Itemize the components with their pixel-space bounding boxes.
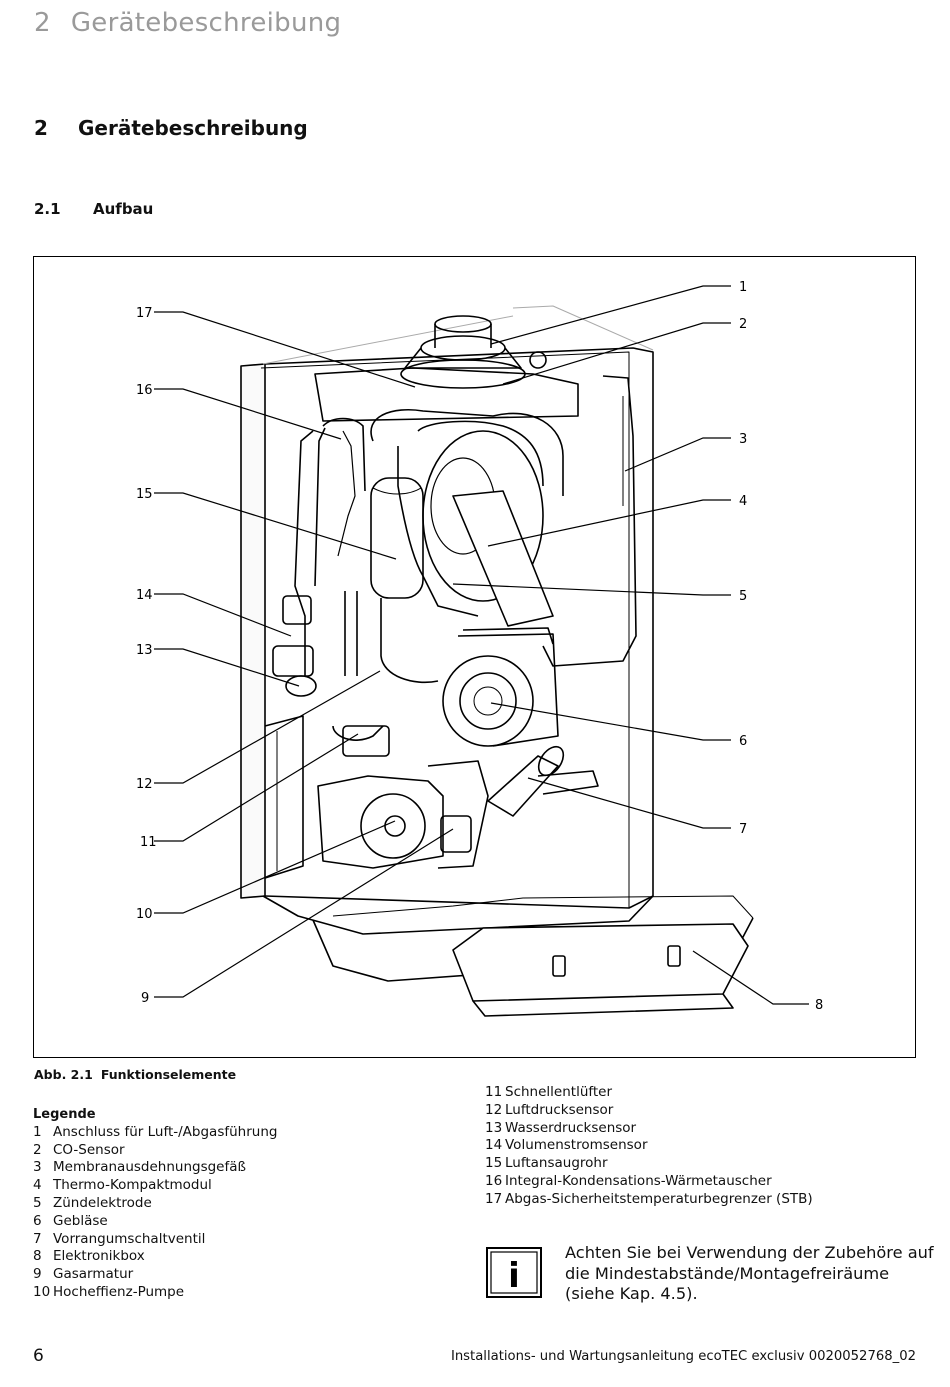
boiler-illustration: 1 2 3 4 5 6 7 8 9 10 11 12 13 14 15 16 1… (33, 256, 916, 1058)
callout-6: 6 (739, 734, 747, 749)
note-text: Achten Sie bei Verwendung der Zubehöre a… (565, 1243, 934, 1303)
figure-caption: Abb. 2.1 Funktionselemente (34, 1067, 236, 1082)
callout-5: 5 (739, 589, 747, 604)
callout-2: 2 (739, 317, 747, 332)
chapter-number: 2 (34, 116, 48, 140)
legend-title: Legende (33, 1107, 96, 1122)
section-title: Aufbau (93, 200, 154, 218)
callout-10: 10 (136, 907, 153, 922)
info-icon-glyph: i (508, 1256, 520, 1296)
callout-9: 9 (141, 991, 149, 1006)
callout-16: 16 (136, 383, 153, 398)
running-header-number: 2 (34, 8, 51, 38)
page-number: 6 (33, 1346, 44, 1366)
callout-14: 14 (136, 588, 153, 603)
callout-labels: 1 2 3 4 5 6 7 8 9 10 11 12 13 14 15 16 1… (136, 280, 823, 1013)
callout-4: 4 (739, 494, 747, 509)
running-header-title: Gerätebeschreibung (70, 8, 342, 38)
callout-13: 13 (136, 643, 153, 658)
callout-15: 15 (136, 487, 153, 502)
callout-3: 3 (739, 432, 747, 447)
info-icon: i (486, 1247, 542, 1298)
footer-text: Installations- und Wartungsanleitung eco… (450, 1349, 916, 1364)
figure-caption-label: Abb. 2.1 (34, 1067, 93, 1082)
running-header: 2 Gerätebeschreibung (34, 8, 341, 38)
section-heading: 2.1 Aufbau (34, 200, 153, 218)
figure-caption-title: Funktionselemente (100, 1067, 237, 1082)
callout-7: 7 (739, 822, 747, 837)
chapter-title: Gerätebeschreibung (78, 116, 308, 140)
callout-17: 17 (136, 306, 153, 321)
chapter-heading: 2 Gerätebeschreibung (34, 116, 308, 140)
callout-8: 8 (815, 998, 823, 1013)
callout-11: 11 (140, 835, 157, 850)
figure-boiler-components: 1 2 3 4 5 6 7 8 9 10 11 12 13 14 15 16 1… (33, 256, 916, 1058)
boiler-drawing (240, 305, 754, 1017)
callout-12: 12 (136, 777, 153, 792)
callout-1: 1 (739, 280, 747, 295)
section-number: 2.1 (34, 200, 61, 218)
callout-leader-lines (154, 285, 809, 1005)
